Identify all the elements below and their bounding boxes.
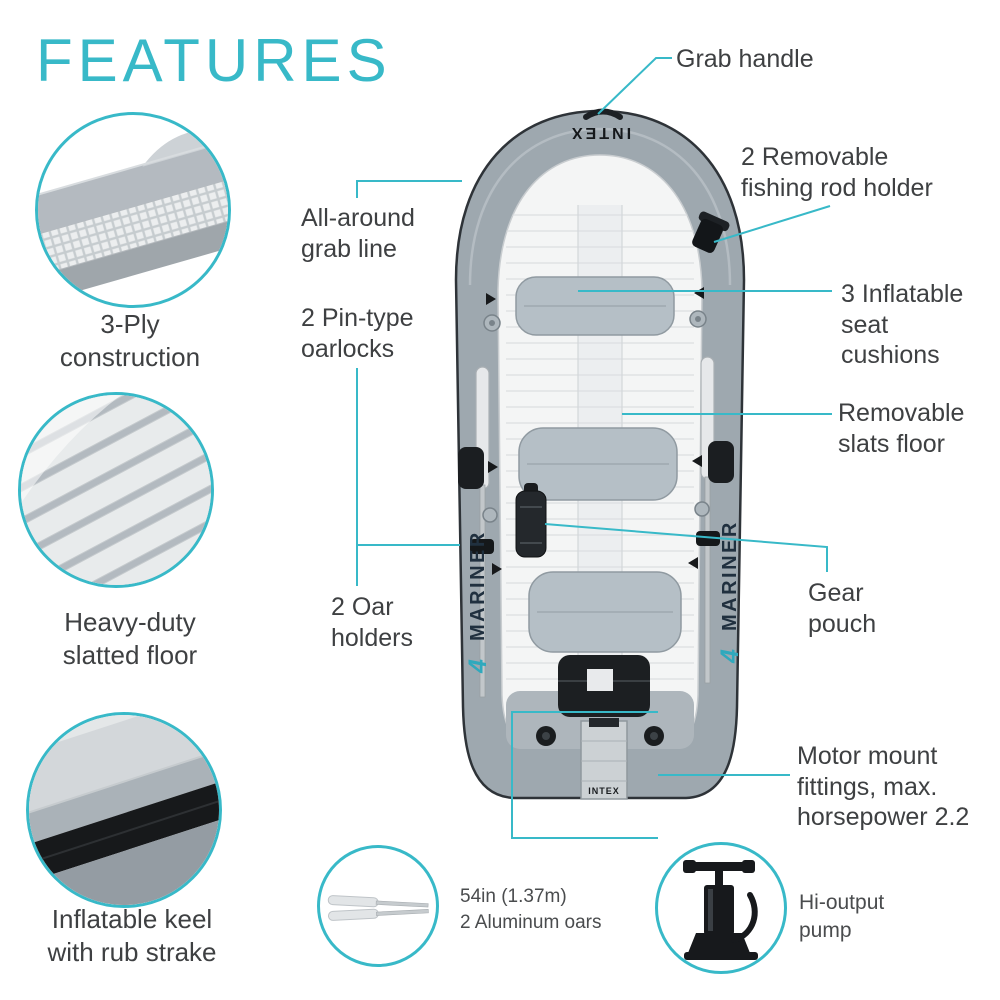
feature-image-inflatable-keel — [26, 712, 222, 908]
callout-motor-mount: Motor mount fittings, max. horsepower 2.… — [797, 742, 970, 831]
layered-material-icon — [38, 129, 228, 305]
callout-gear-pouch: Gear pouch — [808, 579, 877, 638]
pump-bag — [558, 655, 650, 717]
aluminum-oars-icon — [327, 895, 429, 921]
oarlock-right — [708, 441, 734, 483]
hi-output-pump-icon — [683, 860, 758, 960]
callout-fishing-rod-holder: 2 Removable fishing rod holder — [741, 143, 933, 202]
boat-illustration: INTEX — [454, 108, 746, 800]
callout-oarlocks: 2 Pin-type oarlocks — [301, 304, 414, 363]
bow-brand-text: INTEX — [569, 124, 631, 141]
feature-image-pump — [655, 842, 787, 974]
callout-slats-floor: Removable slats floor — [838, 399, 965, 458]
callout-grab-line: All-around grab line — [301, 204, 415, 263]
feature-image-slatted-floor — [18, 392, 214, 588]
gear-pouch-graphic — [515, 483, 547, 558]
label-pump: Hi-output pump — [799, 891, 885, 943]
oar-holder-right — [696, 531, 720, 546]
inflatable-keel-icon — [29, 715, 219, 905]
svg-text:4: 4 — [464, 659, 492, 674]
feature-label-inflatable-keel: Inflatable keel with rub strake — [47, 904, 217, 967]
page-title: FEATURES — [36, 27, 392, 94]
feature-label-slatted-floor: Heavy-duty slatted floor — [62, 607, 198, 670]
callout-grab-handle: Grab handle — [676, 45, 814, 73]
callout-oar-holders: 2 Oar holders — [331, 593, 413, 652]
feature-image-aluminum-oars — [317, 845, 439, 967]
oarlock-left — [458, 447, 484, 489]
feature-image-3ply-construction — [35, 112, 231, 308]
svg-text:MARINER: MARINER — [719, 520, 741, 631]
oar-holder-left — [470, 539, 494, 554]
callout-seat-cushions: 3 Inflatable seat cushions — [841, 280, 964, 369]
model-text-left: MARINER 4 — [464, 530, 492, 674]
stern-brand-text: INTEX — [588, 786, 620, 796]
feature-label-3ply-construction: 3-Ply construction — [59, 309, 201, 372]
label-aluminum-oars: 54in (1.37m) 2 Aluminum oars — [460, 886, 602, 933]
svg-text:MARINER: MARINER — [467, 530, 489, 641]
air-valves — [482, 310, 710, 523]
slatted-floor-icon — [21, 395, 211, 585]
svg-text:4: 4 — [716, 649, 744, 664]
